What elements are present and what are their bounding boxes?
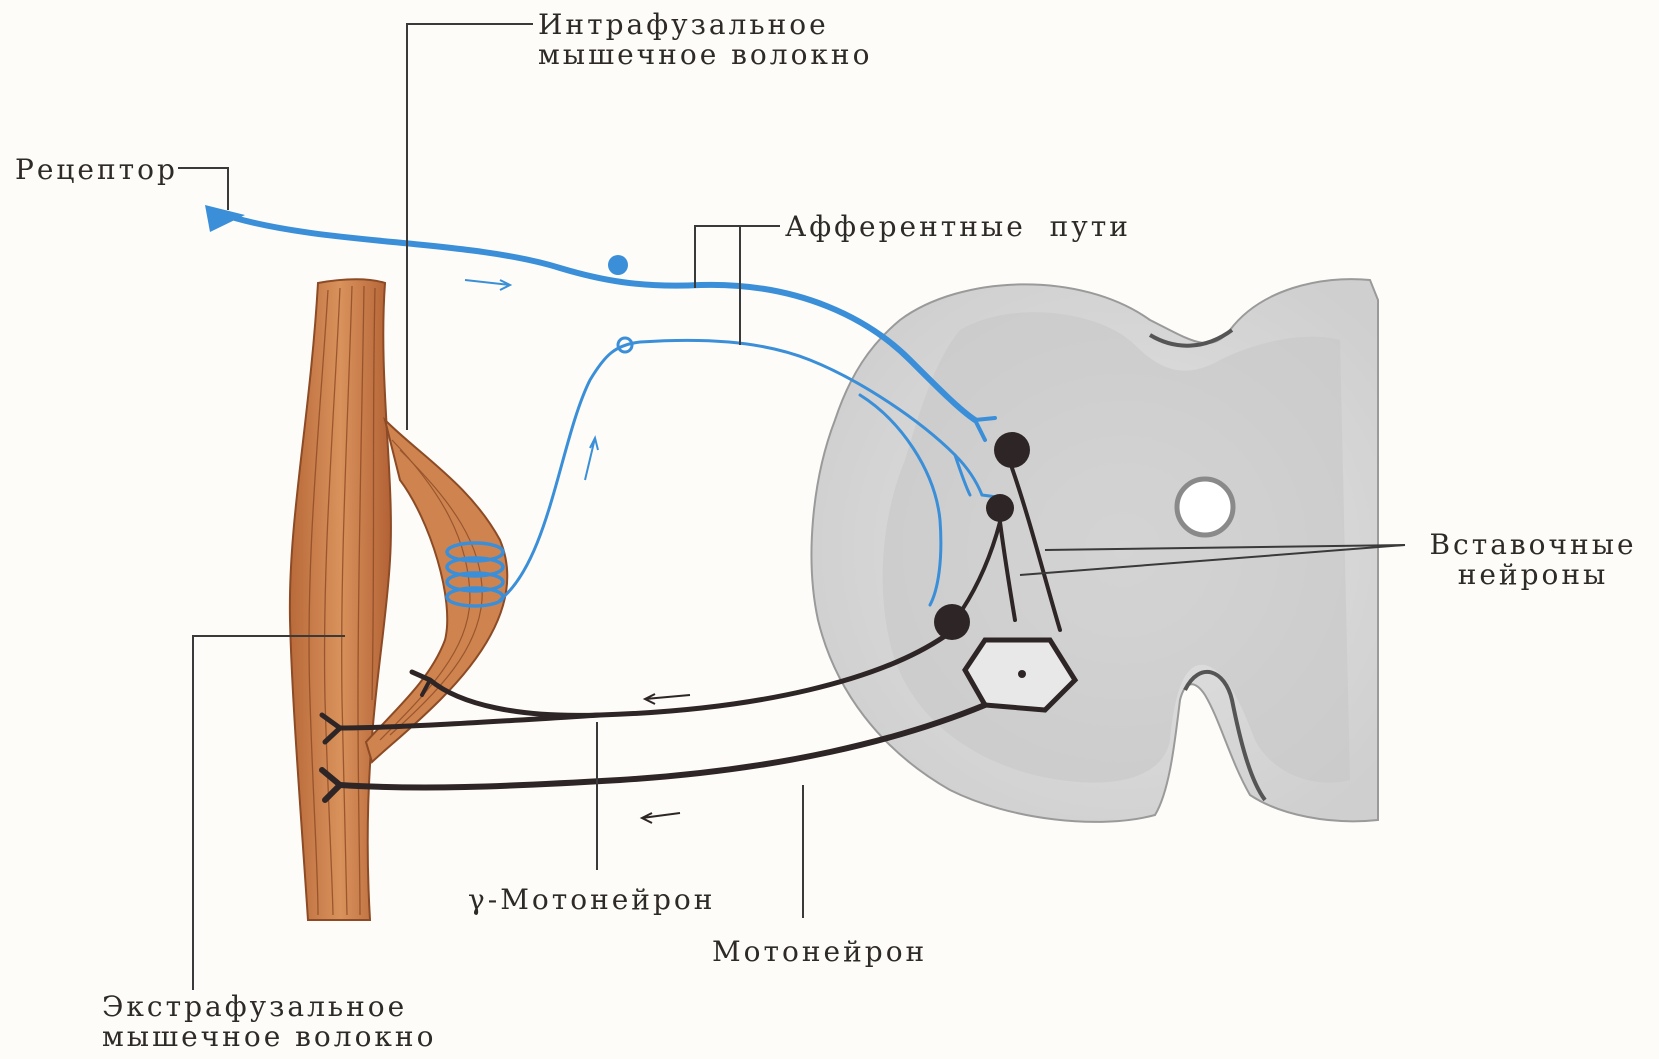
label-interneurons: Вставочные нейроны	[1418, 530, 1648, 590]
interneuron-1	[994, 432, 1030, 468]
label-extrafusal: Экстрафузальное мышечное волокно	[102, 992, 436, 1052]
label-intrafusal: Интрафузальное мышечное волокно	[538, 10, 872, 70]
extrafusal-muscle	[290, 279, 391, 920]
label-receptor: Рецептор	[15, 155, 178, 185]
spinal-ganglion-1	[608, 255, 628, 275]
central-canal	[1177, 479, 1233, 535]
label-afferent: Афферентные пути	[785, 212, 1131, 242]
alpha-efferent-upper	[340, 715, 600, 728]
spinal-cord	[812, 279, 1378, 822]
leader-intrafusal	[407, 24, 533, 430]
label-motoneuron: Мотонейрон	[712, 937, 927, 967]
leader-receptor	[178, 168, 228, 210]
label-gamma-motoneuron: γ-Мотонейрон	[468, 885, 715, 915]
interneuron-2	[986, 494, 1014, 522]
